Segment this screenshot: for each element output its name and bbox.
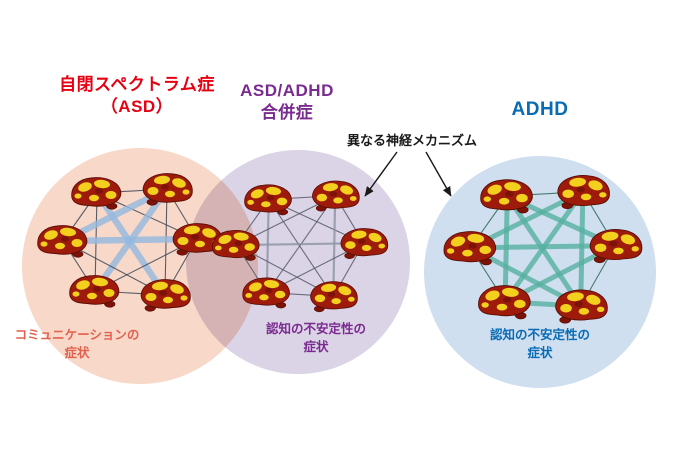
brain-node bbox=[310, 281, 358, 313]
comorbid-title-line1: ASD/ADHD bbox=[240, 81, 334, 100]
adhd-network bbox=[443, 174, 643, 324]
brain-node bbox=[142, 173, 193, 206]
brain-node bbox=[443, 231, 497, 266]
brain-node bbox=[244, 184, 292, 216]
adhd-caption-line2: 症状 bbox=[527, 346, 553, 361]
brain-node bbox=[555, 289, 608, 324]
adhd-caption: 認知の不安定性の 症状 bbox=[470, 326, 610, 362]
asd-caption-line1: コミュニケーションの bbox=[14, 328, 140, 342]
brain-node bbox=[71, 177, 122, 210]
brain-node bbox=[478, 285, 531, 320]
mechanism-arrows bbox=[364, 151, 452, 197]
brain-node bbox=[140, 279, 191, 312]
adhd-title-line1: ADHD bbox=[511, 99, 569, 120]
asd-caption: コミュニケーションの 症状 bbox=[7, 326, 147, 362]
adhd-caption-line1: 認知の不安定性の bbox=[489, 328, 590, 342]
mechanism-arrow-left bbox=[364, 151, 398, 197]
brain-networks bbox=[37, 173, 643, 324]
brain-node bbox=[242, 277, 290, 309]
asd-network bbox=[37, 173, 223, 312]
comorbid-caption-line1: 認知の不安定性の bbox=[265, 322, 366, 336]
asd-adhd-network bbox=[211, 180, 389, 313]
comorbid-title: ASD/ADHD 合併症 bbox=[192, 80, 382, 125]
brain-node bbox=[480, 179, 533, 214]
asd-title: 自閉スペクトラム症 （ASD） bbox=[27, 74, 247, 119]
asd-caption-line2: 症状 bbox=[64, 346, 90, 361]
network-edge bbox=[265, 198, 270, 294]
brain-node bbox=[69, 275, 120, 308]
brain-node bbox=[211, 229, 260, 261]
brain-node bbox=[340, 228, 389, 260]
comorbid-caption-line2: 症状 bbox=[303, 340, 329, 355]
comorbid-title-line2: 合併症 bbox=[260, 103, 314, 123]
brain-node bbox=[589, 228, 643, 264]
network-edge bbox=[332, 194, 337, 298]
asd-title-line1: 自閉スペクトラム症 bbox=[59, 75, 215, 94]
adhd-title: ADHD bbox=[460, 97, 620, 122]
mechanism-label: 異なる神経メカニズム bbox=[346, 133, 477, 148]
network-edge bbox=[268, 198, 334, 297]
asd-title-line2: （ASD） bbox=[100, 97, 174, 117]
mechanism-arrow-right bbox=[425, 151, 452, 197]
brain-node bbox=[312, 180, 360, 212]
network-edge bbox=[578, 189, 586, 309]
brain-node bbox=[37, 225, 88, 258]
comorbid-caption: 認知の不安定性の 症状 bbox=[246, 320, 386, 356]
brain-node bbox=[557, 174, 610, 210]
